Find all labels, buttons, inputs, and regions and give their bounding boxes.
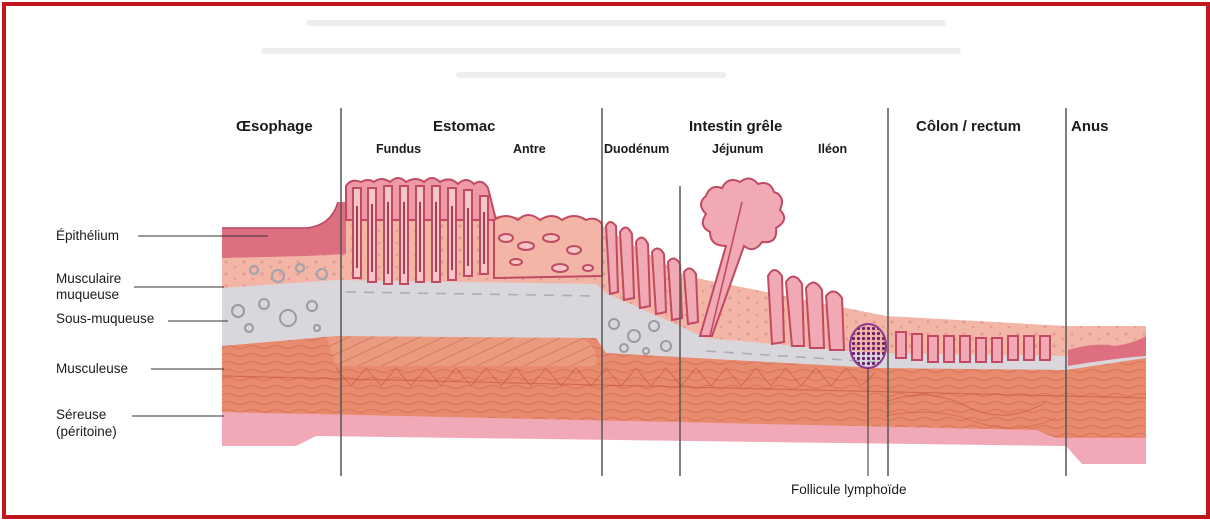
- label-anus: Anus: [1071, 118, 1109, 135]
- label-jejunum: Jéjunum: [712, 142, 763, 156]
- oesophagus-epithelium: [222, 202, 346, 258]
- blurred-header: [261, 20, 961, 78]
- tissue-layers: [222, 178, 1146, 464]
- label-sereuse-1: Séreuse: [56, 407, 106, 422]
- label-sous-muqueuse: Sous-muqueuse: [56, 311, 154, 326]
- label-ileon: Iléon: [818, 142, 847, 156]
- label-intestin: Intestin grêle: [689, 118, 782, 135]
- lymphoid-follicle: [850, 324, 886, 368]
- label-fundus: Fundus: [376, 142, 421, 156]
- digestive-tract-diagram: Œsophage Estomac Intestin grêle Côlon / …: [6, 6, 1206, 515]
- label-epithelium: Épithélium: [56, 228, 119, 243]
- label-sereuse-2: (péritoine): [56, 424, 117, 439]
- label-estomac: Estomac: [433, 118, 496, 135]
- label-oesophage: Œsophage: [236, 118, 313, 135]
- label-duodenum: Duodénum: [604, 142, 669, 156]
- label-antre: Antre: [513, 142, 546, 156]
- label-musculeuse: Musculeuse: [56, 361, 128, 376]
- antrum-glands: [494, 215, 602, 278]
- label-musculaire-1: Musculaire: [56, 271, 121, 286]
- label-follicule: Follicule lymphoïde: [791, 482, 907, 497]
- label-colon: Côlon / rectum: [916, 118, 1021, 135]
- label-musculaire-2: muqueuse: [56, 287, 119, 302]
